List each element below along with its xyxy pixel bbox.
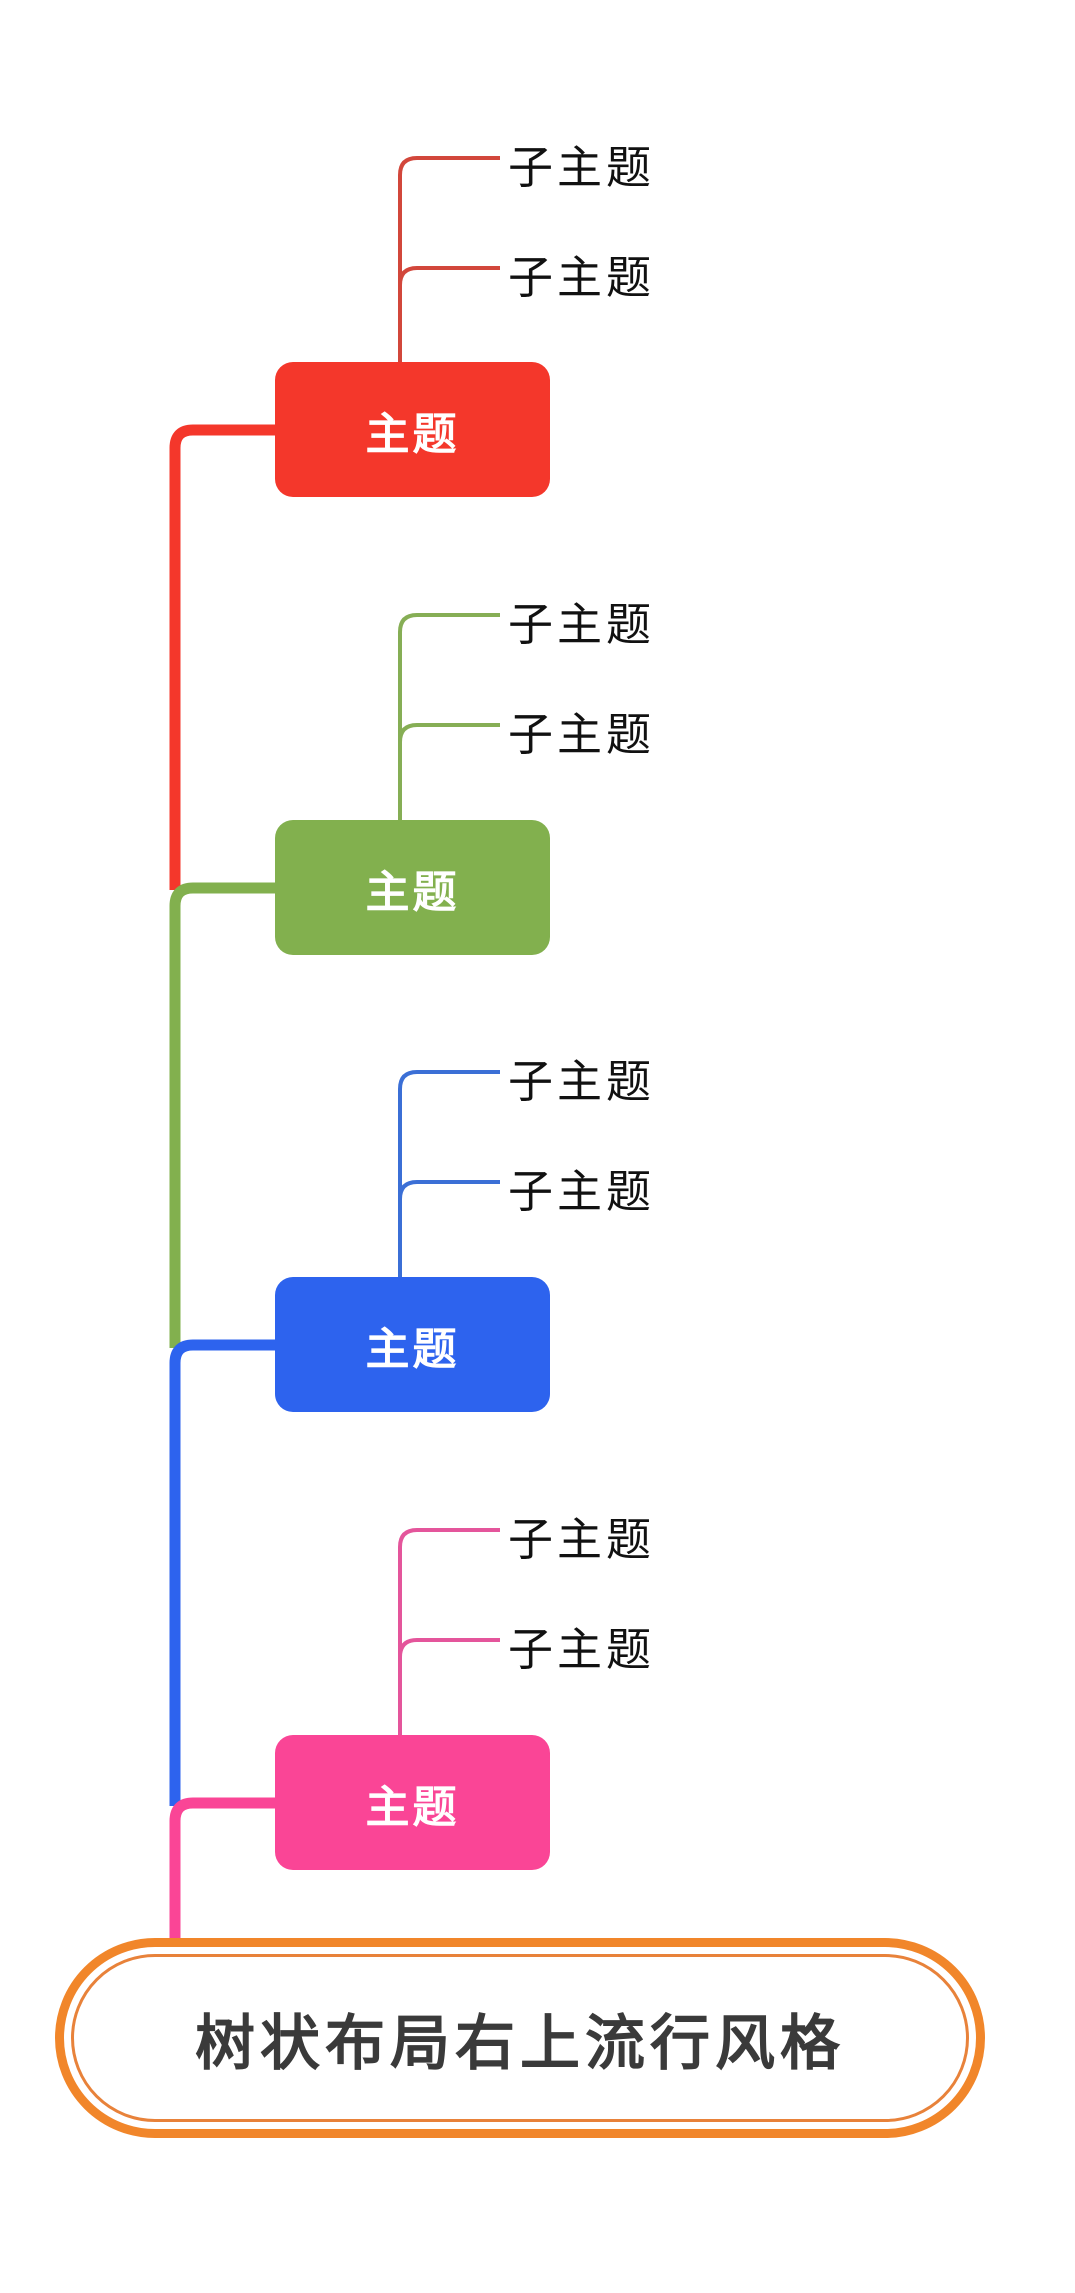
substem-line-red [398, 156, 500, 368]
subtopic-label-2-2[interactable]: 子主题 [508, 710, 656, 760]
subbranch-line-red-2 [398, 266, 500, 286]
root-node[interactable]: 树状布局右上流行风格 [55, 1938, 985, 2138]
topic-node-4-label: 主题 [365, 1782, 460, 1832]
subtopic-label-4-1[interactable]: 子主题 [508, 1515, 656, 1565]
subbranch-line-blue-2 [398, 1180, 500, 1200]
topic-node-2[interactable]: 主题 [275, 820, 550, 955]
subtopic-label-2-1[interactable]: 子主题 [508, 600, 656, 650]
subtopic-label-3-1[interactable]: 子主题 [508, 1057, 656, 1107]
substem-line-pink [398, 1528, 500, 1741]
trunk-line-red [169, 424, 275, 890]
trunk-line-green [169, 882, 275, 1348]
topic-node-1-label: 主题 [365, 409, 460, 459]
trunk-line-blue [169, 1339, 275, 1806]
trunk-line-pink [169, 1797, 275, 1948]
root-node-inner-border [71, 1954, 969, 2122]
subtopic-label-1-2[interactable]: 子主题 [508, 253, 656, 303]
subtopic-label-1-1[interactable]: 子主题 [508, 143, 656, 193]
substem-line-green [398, 613, 500, 826]
root-node-outer-border [55, 1938, 985, 2138]
subbranch-line-green-2 [398, 723, 500, 743]
topic-node-4[interactable]: 主题 [275, 1735, 550, 1870]
topic-node-3[interactable]: 主题 [275, 1277, 550, 1412]
topic-node-2-label: 主题 [365, 867, 460, 917]
subbranch-line-pink-2 [398, 1638, 500, 1658]
subtopic-label-3-2[interactable]: 子主题 [508, 1167, 656, 1217]
topic-node-3-label: 主题 [365, 1324, 460, 1374]
root-node-label: 树状布局右上流行风格 [195, 2010, 845, 2077]
subtopic-label-4-2[interactable]: 子主题 [508, 1625, 656, 1675]
topic-node-1[interactable]: 主题 [275, 362, 550, 497]
substem-line-blue [398, 1070, 500, 1283]
